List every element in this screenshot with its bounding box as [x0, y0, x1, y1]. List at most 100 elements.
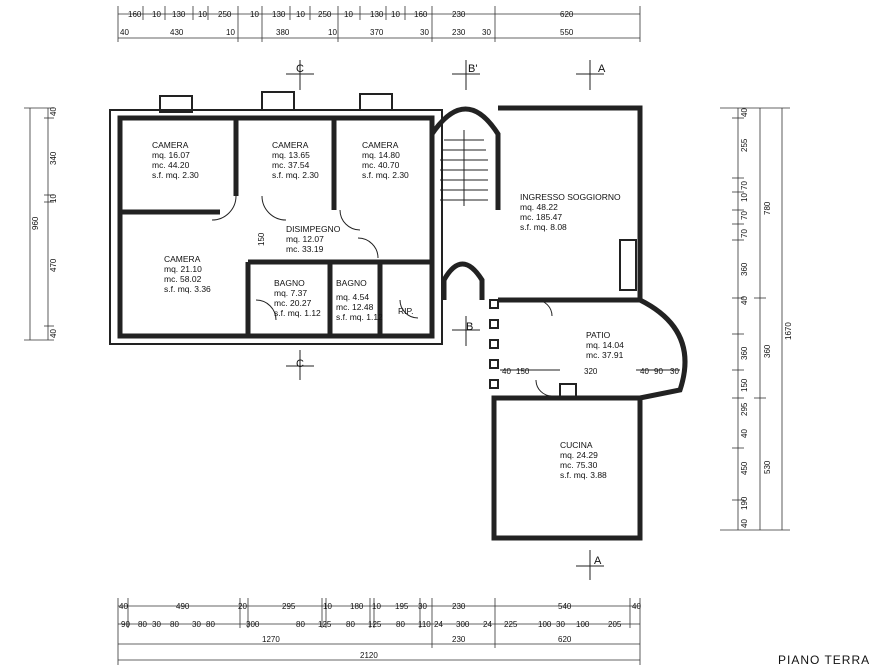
svg-text:mc. 58.02: mc. 58.02 — [164, 274, 202, 284]
dim-bot-1: 40 — [119, 602, 128, 611]
dim-top-2: 10 — [152, 10, 161, 19]
dim-top-r2-5: 10 — [328, 28, 337, 37]
dim-inner-6: 90 — [654, 367, 663, 376]
dim-right-1: 40 — [740, 108, 749, 117]
dim-top-14: 230 — [452, 10, 466, 19]
svg-text:mc. 40.70: mc. 40.70 — [362, 160, 400, 170]
section-c-bottom: C — [296, 358, 304, 370]
dim-bot-r2-12: 80 — [396, 620, 405, 629]
inner-dimensions: 150 40 150 320 40 90 30 — [257, 232, 679, 376]
svg-text:INGRESSO SOGGIORNO: INGRESSO SOGGIORNO — [520, 192, 621, 202]
dim-bot-10: 230 — [452, 602, 466, 611]
dim-right-b3: 530 — [763, 460, 772, 474]
top-dimensions: 160 10 130 10 250 10 130 10 250 10 130 1… — [117, 6, 641, 42]
svg-text:mq. 24.29: mq. 24.29 — [560, 450, 598, 460]
dim-right-b2: 360 — [763, 344, 772, 358]
dim-bot-r2-3: 30 — [152, 620, 161, 629]
svg-text:mc. 37.54: mc. 37.54 — [272, 160, 310, 170]
svg-text:s.f. mq. 2.30: s.f. mq. 2.30 — [272, 170, 319, 180]
dim-right-3: 70 — [740, 181, 749, 190]
dim-bot-r2-10: 80 — [346, 620, 355, 629]
svg-text:mc. 75.30: mc. 75.30 — [560, 460, 598, 470]
dim-bot-r2-20: 100 — [576, 620, 590, 629]
dim-top-15: 620 — [560, 10, 574, 19]
section-a-bottom: A — [594, 555, 602, 567]
room-patio: PATIO mq. 14.04 mc. 37.91 — [586, 330, 624, 360]
dim-right-c1: 1670 — [784, 322, 793, 340]
dim-top-8: 10 — [296, 10, 305, 19]
svg-text:s.f. mq. 1.12: s.f. mq. 1.12 — [336, 312, 383, 322]
dim-right-11: 295 — [740, 402, 749, 416]
room-bagno-1: BAGNO mq. 7.37 mc. 20.27 s.f. mq. 1.12 — [274, 278, 321, 318]
dim-top-r2-7: 30 — [420, 28, 429, 37]
svg-text:s.f. mq. 8.08: s.f. mq. 8.08 — [520, 222, 567, 232]
dim-left-3: 10 — [49, 194, 58, 203]
dim-left-1: 40 — [49, 107, 58, 116]
dim-top-6: 10 — [250, 10, 259, 19]
room-bagno-2: BAGNO mq. 4.54 mc. 12.48 s.f. mq. 1.12 — [336, 278, 383, 322]
svg-text:BAGNO: BAGNO — [274, 278, 305, 288]
dim-right-12: 40 — [740, 429, 749, 438]
room-disimpegno: DISIMPEGNO mq. 12.07 mc. 33.19 — [286, 224, 341, 254]
svg-text:mq. 16.07: mq. 16.07 — [152, 150, 190, 160]
bottom-dimensions: 40 490 20 295 10 180 10 195 30 230 540 4… — [117, 598, 641, 665]
dim-right-7: 360 — [740, 262, 749, 276]
dim-right-14: 190 — [740, 496, 749, 510]
room-labels: CAMERA mq. 16.07 mc. 44.20 s.f. mq. 2.30… — [152, 140, 624, 480]
dim-top-3: 130 — [172, 10, 186, 19]
dim-bot-12: 40 — [632, 602, 641, 611]
dim-top-r2-9: 30 — [482, 28, 491, 37]
dim-bot-r3-3: 620 — [558, 635, 572, 644]
svg-text:DISIMPEGNO: DISIMPEGNO — [286, 224, 341, 234]
dim-bot-7: 10 — [372, 602, 381, 611]
dim-bot-r3-2: 230 — [452, 635, 466, 644]
dim-top-r2-10: 550 — [560, 28, 574, 37]
dim-bot-r2-6: 80 — [206, 620, 215, 629]
dim-bot-r2-18: 100 — [538, 620, 552, 629]
dim-top-9: 250 — [318, 10, 332, 19]
dim-top-r2-8: 230 — [452, 28, 466, 37]
dim-bot-r2-9: 125 — [318, 620, 332, 629]
dim-right-4: 10 — [740, 193, 749, 202]
dim-top-10: 10 — [344, 10, 353, 19]
dim-right-10: 150 — [740, 378, 749, 392]
dim-inner-3: 150 — [516, 367, 530, 376]
dim-right-13: 450 — [740, 461, 749, 475]
svg-text:s.f. mq. 1.12: s.f. mq. 1.12 — [274, 308, 321, 318]
dim-inner-5: 40 — [640, 367, 649, 376]
dim-bot-r2-19: 30 — [556, 620, 565, 629]
svg-text:s.f. mq. 3.88: s.f. mq. 3.88 — [560, 470, 607, 480]
dim-top-7: 130 — [272, 10, 286, 19]
dim-inner-2: 40 — [502, 367, 511, 376]
dim-bot-r2-13: 110 — [418, 620, 431, 629]
svg-text:mq. 13.65: mq. 13.65 — [272, 150, 310, 160]
dim-top-4: 10 — [198, 10, 207, 19]
left-dimensions: 40 340 10 470 40 960 — [24, 107, 58, 341]
svg-text:mc. 33.19: mc. 33.19 — [286, 244, 324, 254]
walls — [109, 91, 688, 541]
svg-text:CUCINA: CUCINA — [560, 440, 593, 450]
svg-text:PATIO: PATIO — [586, 330, 611, 340]
dim-top-r2-3: 10 — [226, 28, 235, 37]
room-camera-4: CAMERA mq. 21.10 mc. 58.02 s.f. mq. 3.36 — [164, 254, 211, 294]
dim-right-6: 70 — [740, 229, 749, 238]
dim-bot-r2-5: 30 — [192, 620, 201, 629]
dim-left-5: 40 — [49, 329, 58, 338]
dim-bot-8: 195 — [395, 602, 409, 611]
room-ripostiglio: RIP. — [398, 306, 413, 316]
dim-right-9: 360 — [740, 346, 749, 360]
dim-left-4: 470 — [49, 258, 58, 272]
dim-bot-2: 490 — [176, 602, 190, 611]
dim-left-2: 340 — [49, 151, 58, 165]
svg-text:CAMERA: CAMERA — [152, 140, 189, 150]
svg-text:CAMERA: CAMERA — [164, 254, 201, 264]
dim-right-5: 70 — [740, 211, 749, 220]
dim-right-15: 40 — [740, 519, 749, 528]
svg-text:mq. 14.04: mq. 14.04 — [586, 340, 624, 350]
dim-bot-9: 30 — [418, 602, 427, 611]
dim-top-r2-6: 370 — [370, 28, 384, 37]
svg-text:s.f. mq. 3.36: s.f. mq. 3.36 — [164, 284, 211, 294]
dim-top-5: 250 — [218, 10, 232, 19]
dim-inner-1: 150 — [257, 232, 266, 246]
